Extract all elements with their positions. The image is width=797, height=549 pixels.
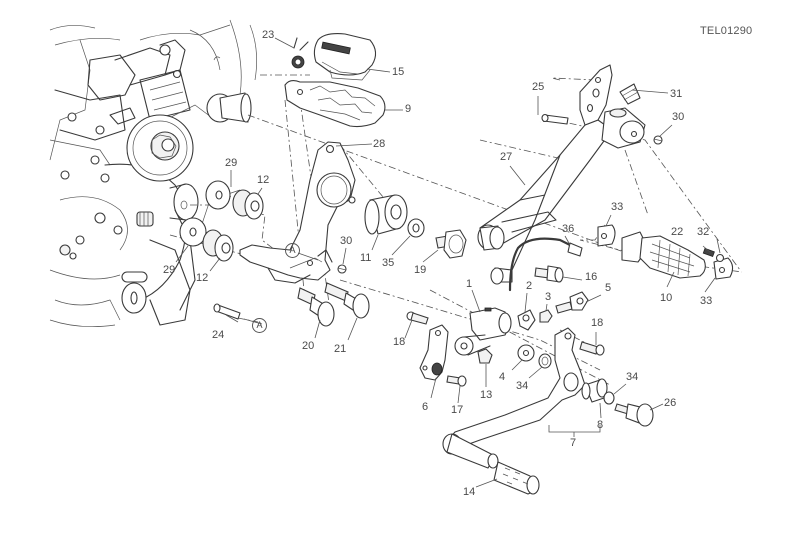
assembly-axis-lines xyxy=(169,74,743,386)
part-33-plate-left xyxy=(597,224,616,247)
selector-shaft xyxy=(136,211,154,227)
callout-29-upper: 29 xyxy=(225,157,238,169)
part-13-nut xyxy=(477,348,493,364)
part-12-bushing-upper xyxy=(232,189,264,220)
part-17-bolt xyxy=(446,375,467,387)
part-11-bushing xyxy=(364,194,408,235)
part-34-washer-right xyxy=(603,391,615,405)
callout-31: 31 xyxy=(670,88,683,100)
callout-1: 1 xyxy=(466,278,473,290)
callout-leader-lines xyxy=(175,37,721,488)
callout-34-right: 34 xyxy=(626,371,639,383)
callout-19: 19 xyxy=(414,264,427,276)
reference-marker-a-lower: A xyxy=(252,318,267,333)
part-31-bumper xyxy=(619,83,641,105)
part-3-nut xyxy=(539,309,553,323)
callout-30-left: 30 xyxy=(340,235,353,247)
front-sprocket xyxy=(126,114,194,182)
callout-12-upper: 12 xyxy=(257,174,270,186)
callout-13: 13 xyxy=(480,389,493,401)
callout-20: 20 xyxy=(302,340,315,352)
part-9-rider-footpeg xyxy=(284,79,386,128)
callout-35: 35 xyxy=(382,257,395,269)
part-5-rod-end xyxy=(555,291,589,314)
callout-23: 23 xyxy=(262,29,275,41)
part-10-passenger-footpeg xyxy=(621,231,706,279)
callout-14: 14 xyxy=(463,486,476,498)
part-24-pin xyxy=(213,303,241,320)
part-30-clip-right xyxy=(653,135,663,145)
part-27-passenger-bracket xyxy=(477,64,646,285)
part-6-lever xyxy=(419,324,449,381)
callout-22: 22 xyxy=(671,226,684,238)
callout-32: 32 xyxy=(697,226,710,238)
output-shaft xyxy=(206,56,252,123)
part-23-spring xyxy=(291,37,309,69)
part-30-clip-left xyxy=(337,264,347,274)
pivot-boss xyxy=(169,183,199,221)
part-22-spring xyxy=(702,247,715,258)
callout-15: 15 xyxy=(392,66,405,78)
callout-21: 21 xyxy=(334,343,347,355)
callout-2: 2 xyxy=(526,280,533,292)
part-34-washer-left xyxy=(538,353,552,369)
callout-30-right: 30 xyxy=(672,111,685,123)
part-4-washer xyxy=(517,344,535,362)
part-33-plate-right xyxy=(713,257,734,280)
callout-17: 17 xyxy=(451,404,464,416)
callout-16: 16 xyxy=(585,271,598,283)
callout-27: 27 xyxy=(500,151,513,163)
part-15-footpeg-rubber xyxy=(313,33,377,81)
part-29-washer-lower xyxy=(179,217,207,247)
callout-6: 6 xyxy=(422,401,429,413)
callout-10: 10 xyxy=(660,292,673,304)
callout-33-right: 33 xyxy=(700,295,713,307)
callout-33-left: 33 xyxy=(611,201,624,213)
callout-5: 5 xyxy=(605,282,612,294)
part-18-bolt-right xyxy=(579,341,605,356)
callout-34-left: 34 xyxy=(516,380,529,392)
part-19-bolt xyxy=(435,229,467,259)
callout-24: 24 xyxy=(212,329,225,341)
part-7-pedal xyxy=(442,327,586,469)
part-21-bolt xyxy=(324,282,370,319)
part-35-washer xyxy=(407,218,425,238)
part-8-bushing xyxy=(581,378,608,403)
part-36-switch-wire xyxy=(508,237,583,292)
callout-8: 8 xyxy=(597,419,604,431)
part-25-pin xyxy=(541,113,569,125)
callout-25: 25 xyxy=(532,81,545,93)
part-2-clamp xyxy=(517,309,536,331)
drawing-code: TEL01290 xyxy=(700,25,753,37)
callout-9: 9 xyxy=(405,103,412,115)
part-12-bushing-lower xyxy=(202,229,234,262)
part-29-washer-upper xyxy=(205,180,231,210)
callout-18-right: 18 xyxy=(591,317,604,329)
callout-11: 11 xyxy=(360,252,372,264)
part-1-master-cylinder xyxy=(454,307,512,356)
callout-26: 26 xyxy=(664,397,677,409)
callout-7: 7 xyxy=(570,437,577,449)
callout-4: 4 xyxy=(499,371,506,383)
callout-3: 3 xyxy=(545,291,552,303)
part-16-bolt xyxy=(534,265,564,283)
part-14-pedal-rubber xyxy=(493,461,540,495)
engine-case-outline xyxy=(49,19,257,328)
reference-marker-a-upper: A xyxy=(285,243,300,258)
part-20-bolt xyxy=(297,287,335,327)
callout-29-lower: 29 xyxy=(163,264,176,276)
callout-36: 36 xyxy=(562,223,575,235)
callout-12-lower: 12 xyxy=(196,272,209,284)
callout-28: 28 xyxy=(373,138,386,150)
callout-18-left: 18 xyxy=(393,336,406,348)
part-18-bolt-left xyxy=(406,311,429,325)
part-32-ball xyxy=(715,253,725,263)
part-26-pivot-bolt xyxy=(614,403,654,427)
